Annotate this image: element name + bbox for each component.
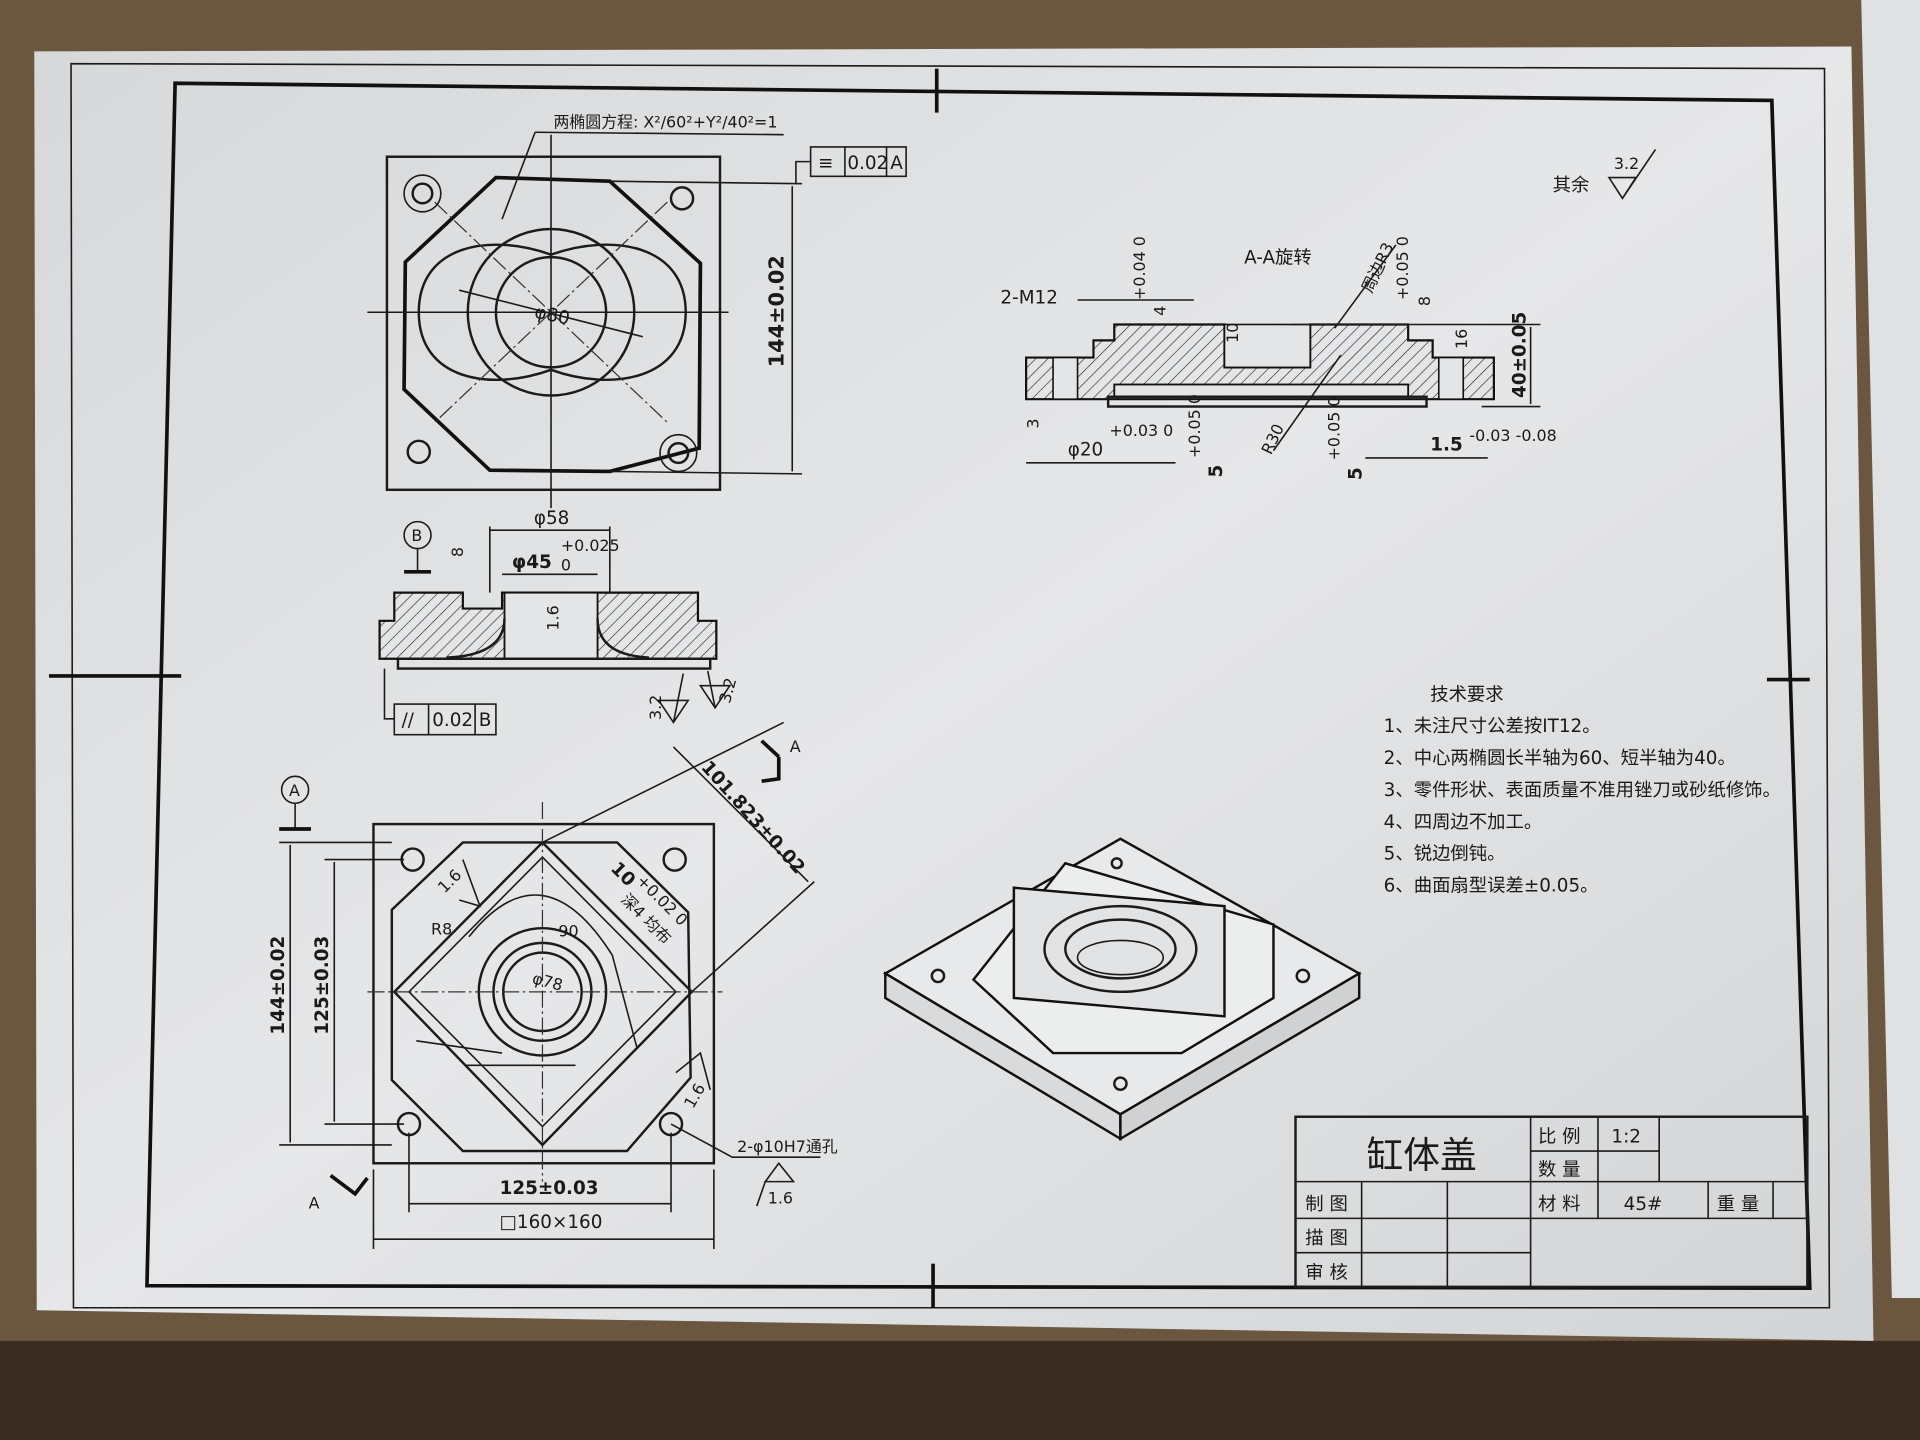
checked-by-label: 审 核: [1305, 1262, 1348, 1283]
dim-144-top: 144±0.02: [765, 255, 789, 367]
diamond-pocket: [392, 840, 694, 1147]
tech-req-item: 5、锐边倒钝。: [1384, 844, 1506, 865]
plate-outline: [385, 155, 722, 492]
drawing-frame: [145, 81, 1812, 1291]
tech-req-item: 1、未注尺寸公差按IT12。: [1384, 716, 1601, 737]
section-mark-a-top: A: [790, 737, 801, 756]
octagon-boss: [390, 841, 692, 1153]
scale-value: 1:2: [1611, 1126, 1641, 1147]
table-edge: [0, 1340, 1920, 1440]
dim-4: 4: [1151, 306, 1170, 316]
dim-phi45-tol-upper: +0.025: [561, 536, 620, 555]
dim-125-vertical: 125±0.03: [312, 936, 333, 1035]
datum-b-label: B: [411, 526, 422, 545]
traced-by-label: 描 图: [1305, 1228, 1348, 1249]
technical-requirements: 技术要求 1、未注尺寸公差按IT12。 2、中心两椭圆长半轴为60、短半轴为40…: [1384, 684, 1781, 896]
roughness-value: 3.2: [1614, 154, 1639, 173]
material-value: 45#: [1624, 1194, 1663, 1215]
parallel-datum: B: [479, 710, 492, 731]
octagon-boss: [402, 175, 703, 474]
dim-phi45-tol-lower: 0: [561, 556, 571, 575]
dim-phi20: φ20: [1068, 440, 1103, 461]
dim-144-bottom: 144±0.02: [268, 936, 289, 1035]
dim-phi20-tol: +0.03 0: [1109, 421, 1173, 440]
section-aa-title: A-A旋转: [1244, 247, 1312, 268]
dim-4-tol: +0.04 0: [1130, 236, 1149, 300]
isometric-view: [882, 837, 1362, 1141]
plate-outline: [372, 822, 716, 1165]
dim-90: 90: [558, 922, 578, 941]
dim-phi45: φ45: [512, 552, 552, 573]
hole-note: 2-φ10H7通孔: [737, 1137, 838, 1156]
dim-8: 8: [448, 547, 467, 557]
roughness-symbol-icon: [698, 670, 732, 710]
scale-label: 比 例: [1538, 1126, 1581, 1147]
roughness-symbol-icon: [657, 673, 690, 724]
symmetry-value: 0.02: [847, 153, 888, 174]
section-mark-a-bottom: A: [309, 1194, 320, 1213]
dim-8-aa-tol: +0.05 0: [1393, 236, 1412, 300]
dim-125-horizontal: 125±0.03: [500, 1178, 599, 1199]
title-block: 缸体盖 比 例 1:2 数 量 材 料 45# 重 量 制 图 描 图 审 核: [1294, 1115, 1809, 1289]
dim-5-b: 5: [1346, 467, 1367, 480]
dim-3: 3: [1023, 418, 1042, 428]
weight-label: 重 量: [1717, 1194, 1760, 1215]
tech-req-item: 2、中心两椭圆长半轴为60、短半轴为40。: [1384, 748, 1736, 769]
section-cut-marker-bottom: [329, 1174, 369, 1197]
roughness-symbol-icon: [458, 859, 482, 908]
dim-160-square: □160×160: [500, 1212, 603, 1233]
dim-r8: R8: [431, 919, 452, 938]
roughness-3-2-a: 3.2: [646, 695, 665, 720]
dim-5-a: 5: [1206, 465, 1227, 478]
parallel-symbol-icon: //: [402, 710, 415, 731]
symmetry-tolerance-frame: ≡ 0.02 A: [795, 146, 907, 184]
dim-8-aa: 8: [1415, 296, 1434, 306]
tech-req-item: 6、曲面扇型误差±0.05。: [1384, 875, 1599, 896]
quantity-label: 数 量: [1538, 1160, 1581, 1181]
roughness-inner: 1.6: [543, 605, 562, 630]
outer-border: [70, 62, 1831, 1309]
symmetry-symbol-icon: ≡: [818, 153, 833, 174]
dim-1-5: 1.5: [1430, 435, 1463, 456]
dim-16: 16: [1452, 329, 1471, 349]
parallel-value: 0.02: [432, 710, 473, 731]
tech-req-item: 3、零件形状、表面质量不准用锉刀或砂纸修饰。: [1384, 780, 1781, 801]
roughness-symbol-icon: [755, 1161, 796, 1207]
section-aa-view: A-A旋转 2-M12 40±0.05 4 +0.04 0 周边R3 8 +0.…: [1000, 236, 1556, 480]
ellipse-equation-note: 两椭圆方程: X²/60²+Y²/40²=1: [553, 112, 777, 131]
section-b-view: φ58 φ45 +0.025 0 8 1.6 B // 0.02 B 3.2 3…: [378, 508, 740, 736]
tech-req-item: 4、四周边不加工。: [1384, 812, 1543, 833]
parallel-tolerance-frame: // 0.02 B: [383, 668, 497, 736]
roughness-symbol-icon: [1607, 148, 1657, 200]
dim-5-a-tol: +0.05 0: [1185, 394, 1204, 458]
section-cut-marker-top: [760, 739, 781, 784]
second-sheet: [1861, 0, 1920, 1298]
symmetry-datum: A: [890, 153, 903, 174]
roughness-label: 其余: [1553, 175, 1590, 196]
dim-10: 10: [1223, 323, 1242, 343]
material-label: 材 料: [1538, 1194, 1581, 1215]
dim-2-m12: 2-M12: [1000, 288, 1058, 309]
dim-phi58: φ58: [534, 508, 569, 529]
part-title: 缸体盖: [1367, 1134, 1477, 1177]
dim-40: 40±0.05: [1510, 312, 1531, 398]
bolt-holes: [403, 174, 698, 473]
datum-a-label: A: [289, 781, 300, 800]
roughness-1-6-c: 1.6: [768, 1189, 793, 1208]
dim-5-b-tol: +0.05 0: [1325, 396, 1344, 460]
center-marks: [48, 68, 1810, 1308]
dim-1-5-tol: -0.03 -0.08: [1469, 426, 1556, 445]
drawn-by-label: 制 图: [1305, 1194, 1348, 1215]
roughness-note: 其余 3.2: [1553, 148, 1657, 200]
tech-req-heading: 技术要求: [1430, 684, 1503, 705]
roughness-symbol-icon: [675, 1051, 711, 1091]
